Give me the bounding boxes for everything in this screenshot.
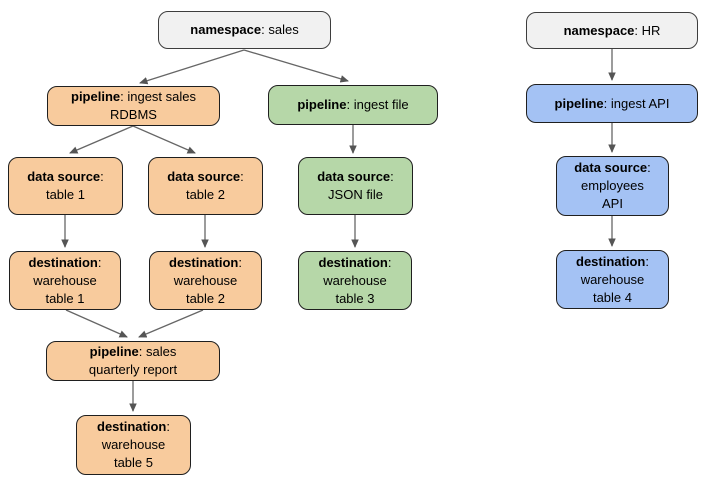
node-type-label: data source (317, 169, 391, 184)
node-text: destination: warehouse table 5 (97, 418, 170, 472)
node-text: pipeline: ingest API (555, 95, 670, 113)
node-text: namespace: sales (190, 21, 298, 39)
node-value: : warehouse table 4 (580, 253, 649, 305)
arrow-p-rdbms-to-ds-t1 (69, 125, 134, 154)
node-value: : sales quarterly report (88, 344, 178, 377)
node-type-label: pipeline (89, 344, 139, 359)
node-value: : warehouse table 3 (323, 254, 392, 306)
node-destination-warehouse-table-2: destination: warehouse table 2 (149, 251, 262, 310)
node-type-label: destination (97, 419, 167, 434)
node-value: : warehouse table 1 (33, 254, 102, 306)
node-value: : table 2 (185, 169, 244, 202)
node-pipeline-ingest-sales-rdbms: pipeline: ingest sales RDBMS (47, 86, 220, 126)
arrow-d-w1-to-p-report (65, 309, 128, 338)
node-data-source-table-1: data source: table 1 (8, 157, 123, 215)
node-data-source-json-file: data source: JSON file (298, 157, 413, 215)
node-destination-warehouse-table-3: destination: warehouse table 3 (298, 251, 412, 310)
node-text: destination: warehouse table 2 (169, 254, 242, 308)
node-type-label: destination (28, 254, 98, 270)
node-type-label: data source (27, 169, 101, 184)
node-namespace-sales: namespace: sales (158, 11, 331, 49)
node-text: destination: warehouse table 1 (29, 254, 102, 308)
node-text: data source: table 2 (167, 168, 244, 204)
node-type-label: destination (576, 253, 646, 269)
node-destination-warehouse-table-5: destination: warehouse table 5 (76, 415, 191, 475)
node-destination-warehouse-table-4: destination: warehouse table 4 (556, 250, 669, 309)
node-value: : warehouse table 2 (173, 254, 242, 306)
node-namespace-hr: namespace: HR (526, 12, 698, 49)
node-pipeline-ingest-api: pipeline: ingest API (526, 84, 698, 123)
node-value: : ingest sales RDBMS (110, 89, 196, 122)
node-text: data source: employees API (574, 159, 651, 213)
node-data-source-employees-api: data source: employees API (556, 156, 669, 216)
node-type-label: pipeline (554, 95, 604, 111)
node-text: destination: warehouse table 3 (319, 254, 392, 308)
node-text: destination: warehouse table 4 (576, 253, 649, 307)
node-text: pipeline: sales quarterly report (89, 343, 177, 379)
node-type-label: data source (167, 169, 241, 184)
node-type-label: pipeline (297, 97, 347, 112)
node-value: : HR (634, 22, 661, 38)
node-value: : ingest file (346, 97, 409, 112)
arrow-ns-sales-to-p-file (243, 49, 349, 83)
node-type-label: namespace (190, 22, 262, 37)
node-value: : sales (261, 22, 299, 37)
node-type-label: data source (574, 160, 648, 175)
node-text: data source: table 1 (27, 168, 104, 204)
node-pipeline-ingest-file: pipeline: ingest file (268, 85, 438, 125)
node-text: data source: JSON file (317, 168, 394, 204)
node-value: : employees API (581, 160, 651, 211)
arrow-p-rdbms-to-ds-t2 (132, 125, 196, 154)
node-type-label: pipeline (71, 89, 121, 104)
node-pipeline-sales-quarterly-report: pipeline: sales quarterly report (46, 341, 220, 381)
arrow-ns-sales-to-p-rdbms (139, 49, 245, 85)
node-type-label: destination (169, 254, 239, 270)
node-text: pipeline: ingest file (297, 96, 408, 114)
node-type-label: destination (318, 254, 388, 270)
node-text: namespace: HR (564, 22, 661, 40)
node-value: : warehouse table 5 (101, 419, 170, 470)
node-text: pipeline: ingest sales RDBMS (71, 88, 196, 124)
node-value: : ingest API (603, 95, 670, 111)
node-data-source-table-2: data source: table 2 (148, 157, 263, 215)
node-type-label: namespace (563, 22, 635, 38)
node-value: : table 1 (45, 169, 104, 202)
arrow-d-w2-to-p-report (138, 309, 204, 338)
node-value: : JSON file (328, 169, 394, 202)
node-destination-warehouse-table-1: destination: warehouse table 1 (9, 251, 121, 310)
